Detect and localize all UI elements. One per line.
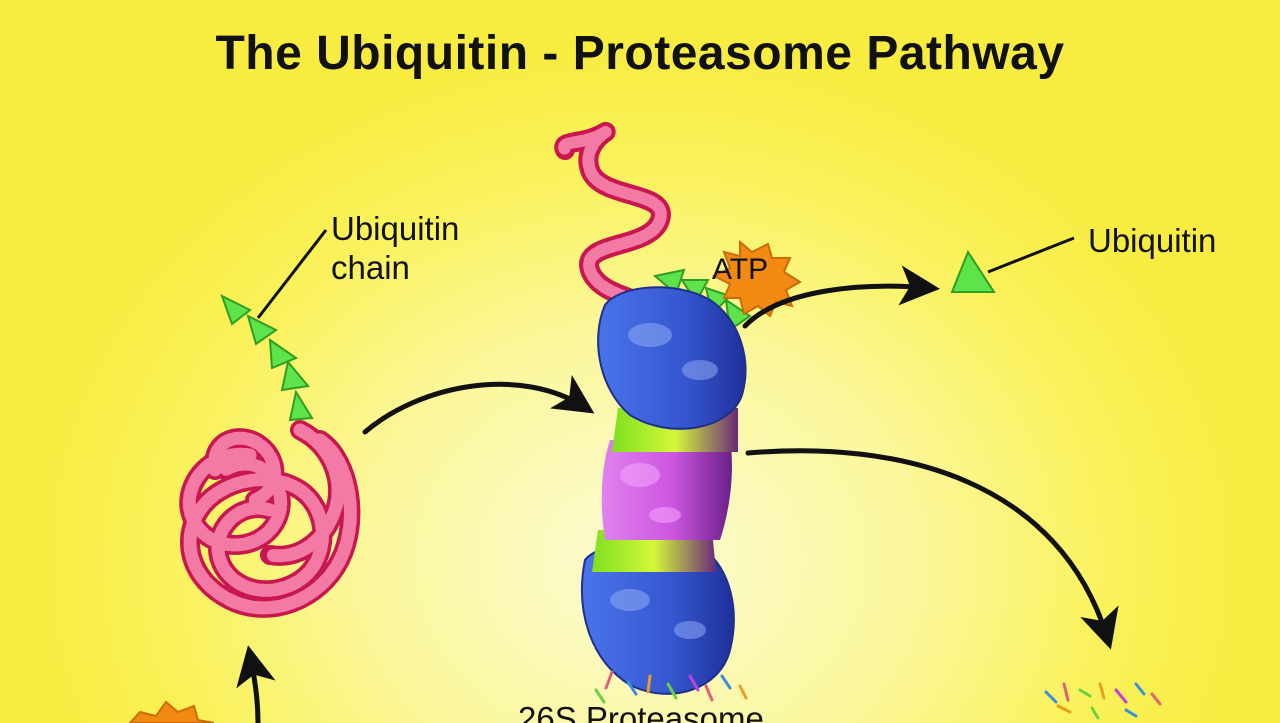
atp-burst — [711, 239, 802, 318]
atp-label: ATP — [712, 253, 769, 286]
page-title: The Ubiquitin - Proteasome Pathway — [215, 27, 1065, 80]
ubiquitin-chain-pointer — [256, 229, 328, 319]
ubiquitin-chain — [220, 293, 314, 422]
proteasome-upper-cap — [597, 286, 747, 430]
pathway-arrows — [236, 265, 1119, 723]
folded-protein — [179, 420, 361, 618]
proteasome-core — [601, 440, 732, 540]
arrow-up-to-protein — [236, 645, 276, 723]
proteasome-lower-ring — [592, 530, 716, 572]
proteasome-label: 26S Proteasome — [518, 700, 764, 723]
ubiquitin-chain-label: Ubiquitin chain — [331, 210, 459, 288]
ubiquitin-chain-label-line1: Ubiquitin — [331, 210, 460, 247]
ubiquitin-pointer — [987, 236, 1075, 274]
proteasome — [581, 286, 747, 695]
proteasome-peptides — [594, 670, 748, 704]
ubiquitin-label: Ubiquitin — [1088, 222, 1217, 259]
arrow-to-ubiquitin — [742, 265, 940, 329]
free-ubiquitin — [950, 249, 996, 293]
arrow-to-peptides — [745, 448, 1119, 650]
arrow-to-proteasome — [362, 374, 595, 435]
released-peptides — [1044, 682, 1162, 720]
ubiquitin-chain-label-line2: chain — [331, 248, 410, 286]
unfolded-protein — [554, 121, 678, 328]
atp-burst-partial — [128, 700, 215, 723]
